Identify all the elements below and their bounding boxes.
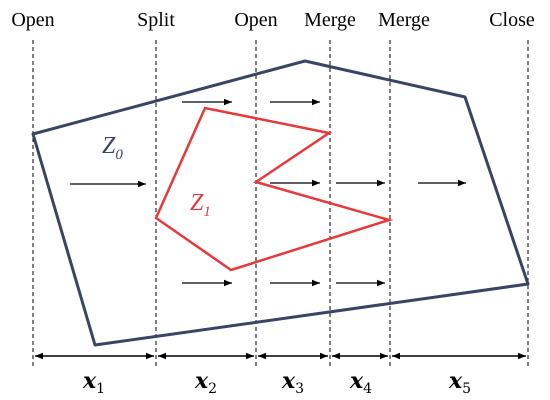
interval-label-4: x4	[349, 368, 372, 397]
inner-polygon-label: Z1	[190, 190, 211, 220]
event-label-5: Merge	[378, 9, 430, 31]
interval-label-5: x5	[448, 368, 471, 397]
interval-label-1: x1	[82, 368, 105, 397]
event-label-1: Open	[11, 9, 54, 31]
event-label-4: Merge	[304, 9, 356, 31]
interval-label-2: x2	[194, 368, 217, 397]
event-label-6: Close	[489, 9, 535, 31]
sweep-arrows	[70, 98, 466, 287]
event-label-3: Open	[234, 9, 277, 31]
outer-polygon	[31, 59, 530, 347]
sweep-lines	[32, 40, 529, 366]
inner-polygon	[154, 106, 394, 272]
interval-label-3: x3	[281, 368, 304, 397]
event-label-2: Split	[137, 9, 175, 31]
outer-polygon-label: Z0	[102, 133, 123, 163]
